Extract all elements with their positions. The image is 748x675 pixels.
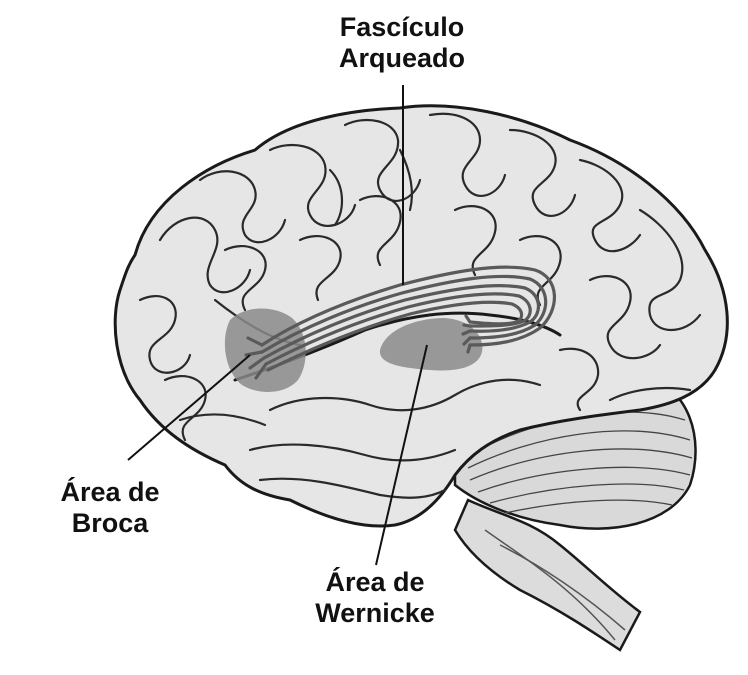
leader-lines	[127, 85, 428, 566]
wernicke-label-line2: Wernicke	[315, 598, 435, 628]
broca-leader-line	[127, 354, 251, 461]
arcuate-fasciculus-fibres	[244, 265, 556, 380]
wernicke-leader-line	[375, 344, 428, 566]
arcuate-fasciculus-label: Fascículo Arqueado	[312, 12, 492, 74]
arcuate-label-line2: Arqueado	[338, 43, 465, 73]
broca-label-line1: Área de	[60, 477, 160, 507]
wernicke-area-region	[379, 318, 483, 371]
broca-label-line2: Broca	[71, 508, 149, 538]
wernicke-area-label: Área de Wernicke	[290, 567, 460, 629]
wernicke-label-line1: Área de	[325, 567, 425, 597]
arcuate-label-line1: Fascículo	[339, 12, 465, 42]
broca-area-label: Área de Broca	[40, 477, 180, 539]
